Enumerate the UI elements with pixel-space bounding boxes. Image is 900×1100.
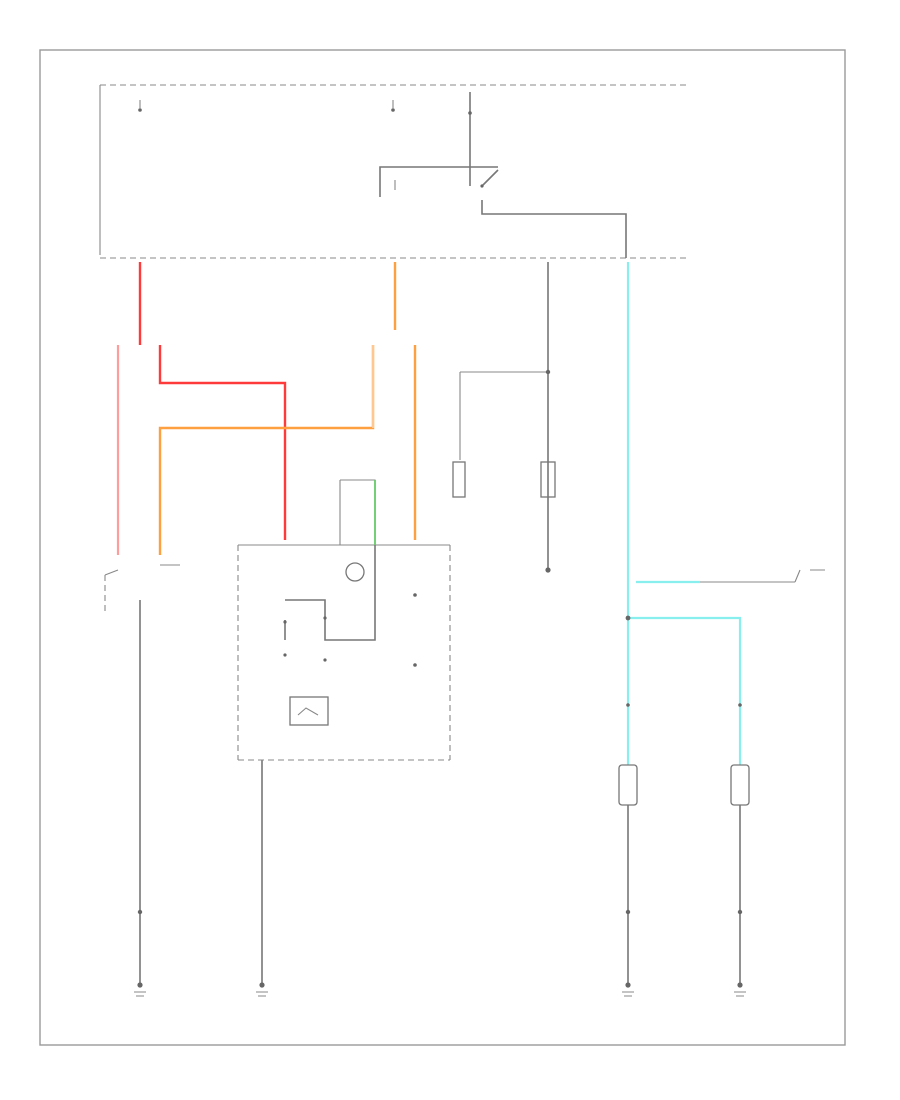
- fuse-relay-box: [99, 84, 690, 259]
- fuse-2-icon: [391, 100, 395, 112]
- diagram-frame: [39, 49, 846, 1046]
- ground-icon: [134, 991, 746, 997]
- switch-component: [452, 461, 466, 498]
- heater-control-panel: [237, 479, 451, 761]
- wire-gray-center: [452, 262, 556, 573]
- motor-icon: [339, 479, 376, 582]
- wire-light-blue: [626, 262, 742, 765]
- resistor-component: [540, 461, 556, 498]
- right-door-sensor: [730, 764, 750, 806]
- left-switch-component: [104, 564, 180, 620]
- relay-switch-icon: [379, 166, 627, 258]
- wire-gray-left: [137, 620, 265, 988]
- wire-orange: [158, 262, 417, 555]
- wire-red: [138, 262, 287, 540]
- circuit-breaker-icon: [289, 696, 329, 726]
- wire-gray-right: [625, 569, 825, 988]
- fuse-3-icon: [468, 92, 472, 180]
- left-door-sensor: [618, 764, 638, 806]
- fuse-1-icon: [138, 100, 142, 112]
